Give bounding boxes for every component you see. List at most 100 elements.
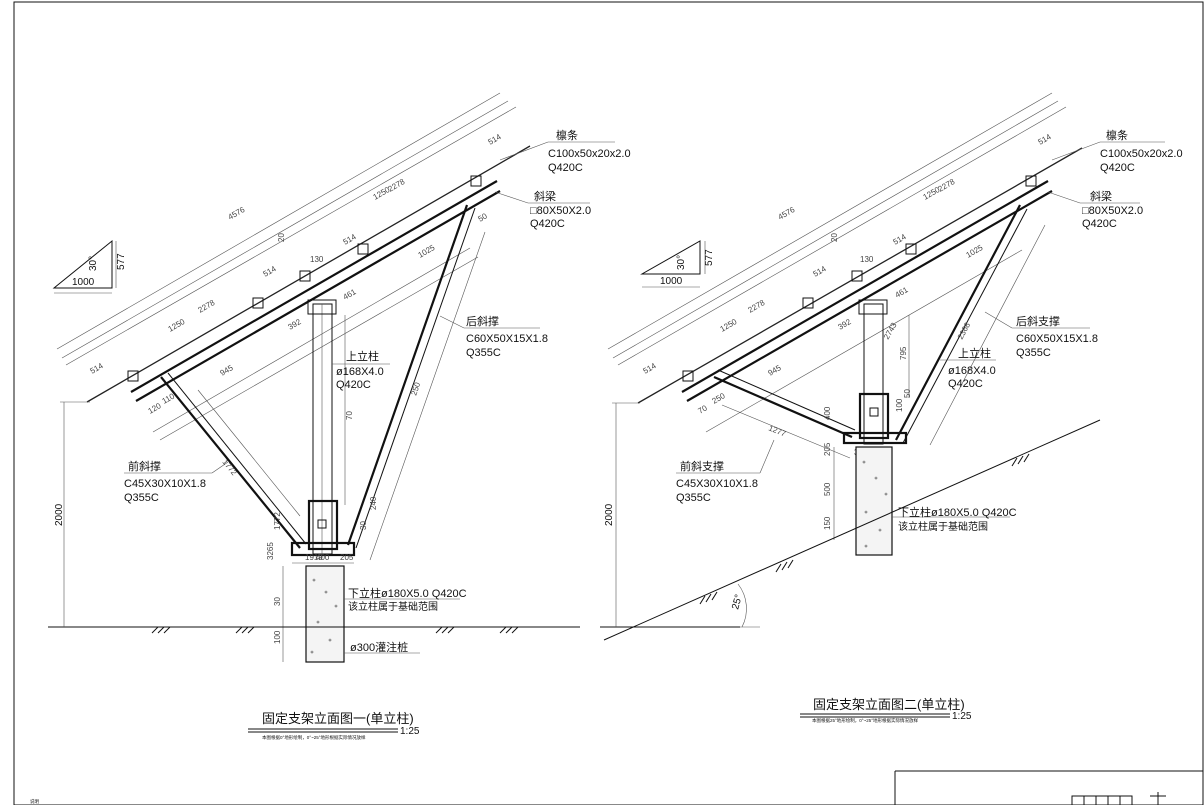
ground-angle: 25°	[730, 593, 745, 610]
upper-column	[312, 303, 333, 555]
svg-text:Q420C: Q420C	[336, 379, 371, 391]
svg-text:上立柱: 上立柱	[346, 349, 379, 363]
front-brace-2	[713, 375, 853, 439]
svg-text:本图根据0°地形绘制，0°~25°地形根据实际情况放样: 本图根据0°地形绘制，0°~25°地形根据实际情况放样	[262, 734, 366, 741]
r-dim-1025: 1025	[965, 243, 985, 260]
svg-text:前斜支撑: 前斜支撑	[680, 459, 724, 473]
svg-text:该立柱属于基础范围: 该立柱属于基础范围	[898, 520, 988, 533]
svg-text:1000: 1000	[660, 276, 683, 287]
dim-205: 3265	[266, 542, 275, 560]
elevation-2: 1000 30° 577 514 2278 4576 1250 514 2278…	[600, 92, 1183, 724]
svg-text:Q420C: Q420C	[530, 218, 565, 230]
r-dim-205: 205	[823, 442, 832, 456]
lower-column-callout-2: 下立柱ø180X5.0 Q420C 该立柱属于基础范围	[892, 505, 1017, 533]
rear-brace	[346, 204, 469, 546]
svg-text:□80X50X2.0: □80X50X2.0	[530, 205, 591, 217]
svg-text:C100x50x20x2.0: C100x50x20x2.0	[1100, 148, 1183, 160]
upper-column-2	[863, 303, 884, 445]
svg-text:斜梁: 斜梁	[534, 189, 556, 203]
svg-text:固定支架立面图二(单立柱): 固定支架立面图二(单立柱)	[813, 697, 965, 712]
elevation-1: 1000 30° 577 514 2278 4576 1250 5	[48, 92, 631, 741]
purlin-markers-2	[682, 175, 1037, 382]
column-cap	[307, 299, 337, 315]
svg-text:1:25: 1:25	[400, 726, 420, 737]
dim-30-b: 205	[340, 553, 354, 562]
beam-callout-2: 斜梁 □80X50X2.0 Q420C	[1047, 189, 1143, 230]
r-dim-150: 150	[823, 516, 832, 530]
rafter-upper	[130, 180, 498, 393]
column-flange-2	[858, 392, 890, 440]
beam-callout: 斜梁 □80X50X2.0 Q420C	[494, 189, 591, 230]
module-line-2	[637, 147, 1083, 404]
upper-column-callout: 上立柱 ø168X4.0 Q420C	[332, 349, 390, 391]
dim-1772: 70	[345, 411, 354, 420]
svg-text:固定支架立面图一(单立柱): 固定支架立面图一(单立柱)	[262, 711, 414, 726]
dim-1250-a: 1250	[167, 317, 187, 334]
pile-callout: ø300灌注桩	[344, 640, 420, 654]
dim-2278-a: 2278	[197, 298, 217, 315]
svg-text:C45X30X10X1.8: C45X30X10X1.8	[676, 478, 758, 490]
rafter-lower-2	[686, 190, 1053, 402]
dim-240: 400	[316, 553, 330, 562]
svg-text:C60X50X15X1.8: C60X50X15X1.8	[1016, 333, 1098, 345]
svg-text:Q420C: Q420C	[948, 378, 983, 390]
svg-text:ø168X4.0: ø168X4.0	[336, 366, 384, 378]
r-dim-100: 100	[895, 398, 904, 412]
svg-text:C60X50X15X1.8: C60X50X15X1.8	[466, 333, 548, 345]
dim-30-a: 1919	[305, 553, 323, 562]
dim-514-c: 514	[342, 232, 359, 247]
svg-text:前斜撑: 前斜撑	[128, 459, 161, 473]
dim-400: 1772	[273, 512, 282, 530]
svg-text:下立柱ø180X5.0 Q420C: 下立柱ø180X5.0 Q420C	[898, 505, 1017, 519]
lower-column-callout: 下立柱ø180X5.0 Q420C 该立柱属于基础范围	[344, 586, 467, 613]
dim-20: 20	[277, 233, 286, 242]
r-dim-514-a: 514	[642, 361, 659, 376]
purlin-callout: 檩条 C100x50x20x2.0 Q420C	[499, 128, 631, 174]
r-dim-514-b: 514	[1037, 132, 1054, 147]
svg-text:ø300灌注桩: ø300灌注桩	[350, 640, 408, 654]
corner-mark: 说明	[30, 798, 39, 805]
r-dim-514-d: 514	[812, 264, 829, 279]
upper-column-callout-2: 上立柱 ø168X4.0 Q420C	[940, 346, 996, 390]
r-dim-2743: 2743	[882, 321, 899, 341]
front-brace-callout-2: 前斜支撑 C45X30X10X1.8 Q355C	[676, 439, 775, 504]
dim-461: 461	[342, 287, 359, 302]
r-dim-2278-a: 2278	[747, 298, 767, 315]
svg-text:该立柱属于基础范围: 该立柱属于基础范围	[348, 600, 438, 613]
base-plate	[290, 541, 356, 557]
dim-70: 120	[147, 401, 164, 416]
dim-130: 130	[310, 255, 324, 264]
r-dim-500: 500	[823, 482, 832, 496]
slope-indicator: 1000 30° 577	[52, 239, 127, 294]
dim-150: 100	[273, 630, 282, 644]
rear-brace-callout-2: 后斜支撑 C60X50X15X1.8 Q355C	[984, 311, 1098, 359]
svg-text:斜梁: 斜梁	[1090, 189, 1112, 203]
purlin-callout-2: 檩条 C100x50x20x2.0 Q420C	[1051, 128, 1183, 174]
rafter-upper-2	[681, 180, 1049, 393]
svg-text:577: 577	[704, 249, 715, 266]
dim-514-a: 514	[89, 361, 106, 376]
front-brace	[160, 376, 301, 549]
dim-500: 30	[273, 597, 282, 606]
purlin-markers	[127, 175, 482, 382]
dim-100: 30	[359, 521, 368, 530]
r-dim-50: 50	[903, 389, 912, 398]
pile	[305, 565, 345, 663]
rear-brace-callout: 后斜撑 C60X50X15X1.8 Q355C	[439, 314, 548, 359]
svg-text:檩条: 檩条	[1106, 128, 1128, 142]
svg-text:30°: 30°	[676, 255, 687, 270]
r-dim-4576: 4576	[777, 205, 797, 222]
dim-120: 50	[477, 211, 490, 224]
svg-text:Q420C: Q420C	[548, 162, 583, 174]
height-2000-2: 2000	[604, 503, 615, 526]
svg-text:□80X50X2.0: □80X50X2.0	[1082, 205, 1143, 217]
height-2000: 2000	[54, 503, 65, 526]
module-line	[86, 145, 531, 403]
front-brace-callout: 前斜撑 C45X30X10X1.8 Q355C	[124, 459, 229, 504]
r-dim-400: 400	[823, 406, 832, 420]
r-dim-461: 461	[894, 285, 911, 300]
pile-2	[855, 446, 893, 556]
svg-text:C45X30X10X1.8: C45X30X10X1.8	[124, 478, 206, 490]
dim-3265: 250	[409, 381, 422, 397]
svg-text:Q420C: Q420C	[1082, 218, 1117, 230]
